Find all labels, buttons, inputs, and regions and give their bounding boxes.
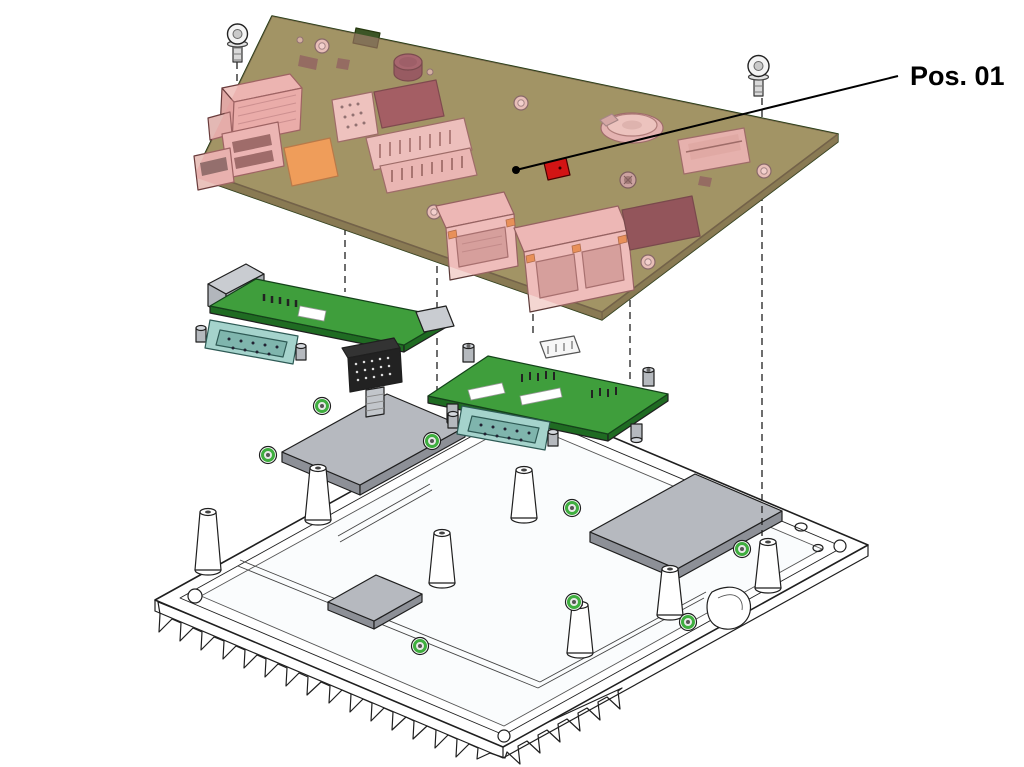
standoff-post	[754, 537, 782, 594]
callout-dot	[512, 166, 520, 174]
standoff-top	[642, 366, 655, 387]
led-indicator	[505, 217, 516, 228]
sd-card-slot	[677, 127, 751, 175]
jack-screw	[447, 410, 459, 429]
callout: Pos. 01	[512, 61, 1005, 174]
db9-connector-right	[447, 405, 559, 451]
mounting-bracket-right	[415, 305, 455, 333]
base-wall-lines	[154, 545, 869, 759]
mounting-hole	[640, 254, 656, 270]
stiffener-ribs	[237, 483, 707, 689]
db9-face	[215, 329, 288, 358]
thermal-pad-small	[327, 574, 423, 630]
memory-chip	[621, 195, 701, 251]
screw-boss	[678, 612, 698, 632]
sfp-connector	[193, 147, 235, 191]
label-sticker	[467, 382, 506, 401]
io-connector-1	[365, 117, 473, 171]
mounting-hole	[756, 163, 772, 179]
led-indicator	[617, 234, 628, 245]
standoff-top	[462, 342, 475, 363]
rim-hole	[794, 522, 808, 532]
flash-chip	[373, 79, 445, 129]
standoff-post	[510, 465, 538, 524]
smd-chip	[336, 58, 350, 70]
label-sticker	[519, 387, 563, 406]
smd-chip	[298, 55, 318, 70]
rim-hole	[812, 543, 824, 553]
test-point	[426, 68, 434, 76]
coin-cell-battery	[599, 112, 664, 144]
label-sticker	[297, 305, 327, 322]
pin-header	[331, 91, 379, 143]
serial-board-right	[427, 335, 669, 451]
led-indicator	[525, 253, 536, 264]
usb-stack-connector	[221, 121, 285, 179]
screw-boss	[258, 445, 278, 465]
standoff-bottom	[630, 423, 643, 444]
db9-connector-left	[195, 319, 307, 365]
rj45-jack-2	[513, 205, 635, 313]
db9-pins	[479, 423, 531, 442]
screw-boss	[422, 431, 442, 451]
standoff-post	[656, 564, 684, 621]
standoff-post	[428, 528, 456, 589]
rj45-jack-1	[435, 191, 519, 281]
wire-connector	[539, 335, 581, 359]
stacked-pin-header	[341, 337, 403, 393]
pin-row	[521, 371, 617, 398]
db9-pins	[227, 337, 279, 356]
mounting-hole	[314, 38, 330, 54]
callout-label: Pos. 01	[910, 61, 1005, 91]
smd-chip	[352, 27, 381, 49]
corner-boss	[187, 588, 203, 604]
screw-boss	[732, 539, 752, 559]
heatsink-base	[154, 393, 869, 765]
screw-top-right	[747, 54, 770, 97]
orange-thermal-pad	[283, 137, 339, 187]
screw-boss	[562, 498, 582, 518]
standoff-post	[566, 600, 594, 659]
screw-top-left	[226, 23, 249, 63]
standoff-post	[194, 507, 222, 576]
jack-screw	[547, 428, 559, 447]
db9-face	[467, 415, 540, 444]
spacer-standoff	[365, 386, 385, 418]
screw-boss	[312, 396, 332, 416]
led-indicator	[447, 229, 458, 240]
led-indicator	[571, 243, 582, 254]
leader-line	[515, 75, 899, 171]
pin-row	[262, 294, 298, 307]
serial-board-left	[195, 263, 455, 418]
latch-clip	[706, 586, 752, 630]
capacitor	[393, 53, 423, 82]
board-screw	[619, 171, 637, 189]
io-connector-2	[379, 147, 478, 194]
screw-boss	[564, 592, 584, 612]
test-point	[296, 36, 304, 44]
corner-boss	[497, 729, 511, 743]
jack-screw	[195, 324, 207, 343]
corner-boss	[833, 539, 847, 553]
standoff-post	[304, 463, 332, 526]
mounting-hole	[513, 95, 529, 111]
smd-chip	[698, 176, 712, 187]
heatsink-fins	[157, 601, 623, 765]
screw-boss	[410, 636, 430, 656]
jack-screw	[295, 342, 307, 361]
